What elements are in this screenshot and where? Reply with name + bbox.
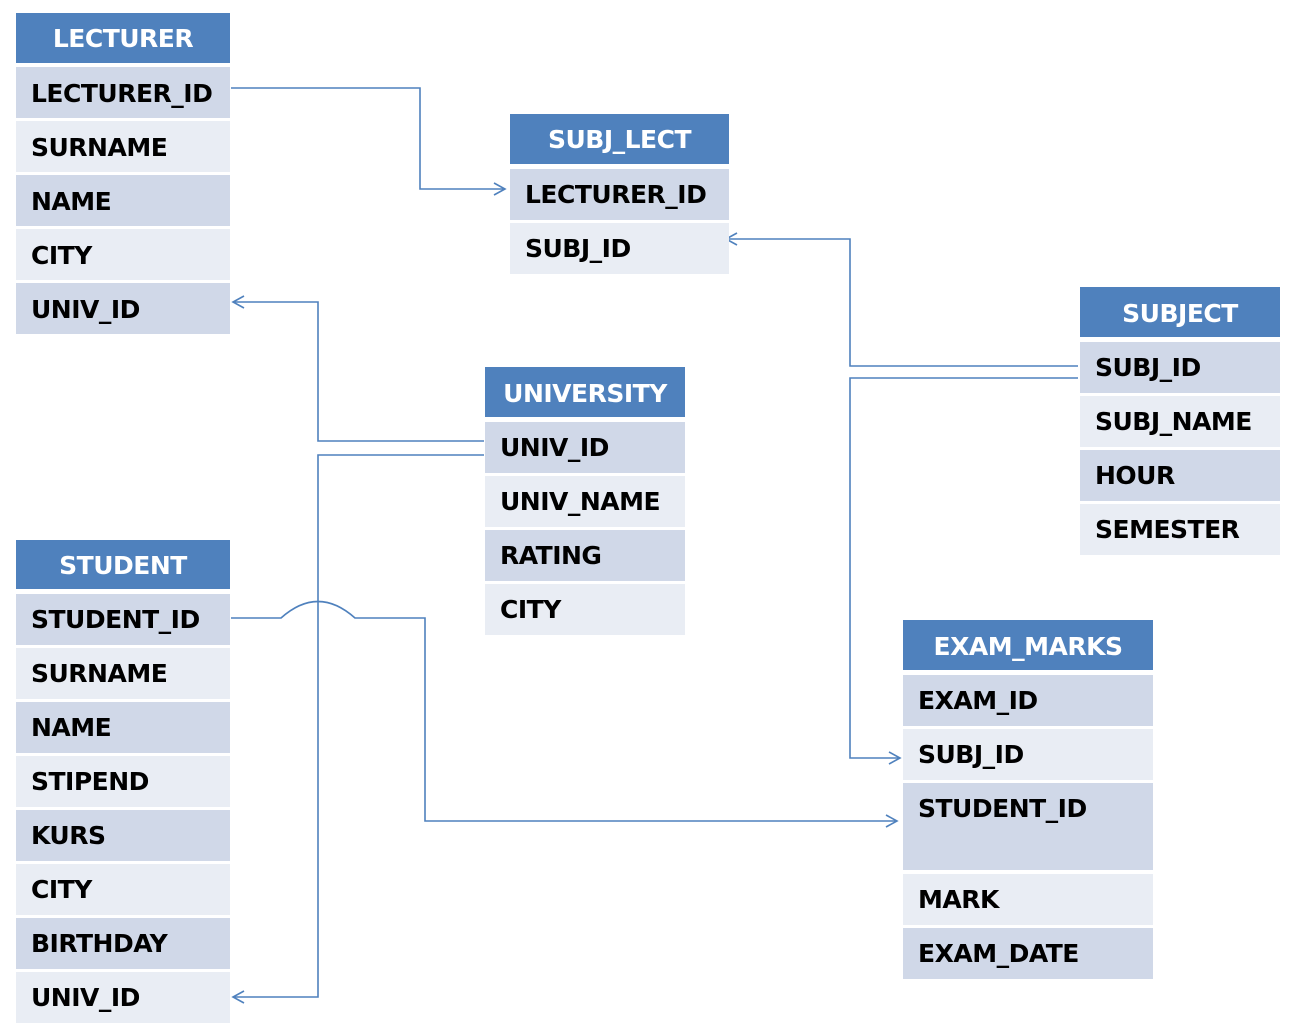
field-subj-id: SUBJ_ID: [903, 729, 1153, 780]
field-rating: RATING: [485, 530, 685, 581]
table-header: SUBJ_LECT: [510, 114, 729, 164]
field-univ-id: UNIV_ID: [16, 283, 230, 334]
field-kurs: KURS: [16, 810, 230, 861]
field-name: NAME: [16, 702, 230, 753]
table-lecturer: LECTURER LECTURER_ID SURNAME NAME CITY U…: [16, 13, 230, 335]
table-header: SUBJECT: [1080, 287, 1280, 337]
table-subject: SUBJECT SUBJ_ID SUBJ_NAME HOUR SEMESTER: [1080, 287, 1280, 555]
field-city: CITY: [16, 229, 230, 280]
field-city: CITY: [485, 584, 685, 635]
field-student-id: STUDENT_ID: [903, 783, 1153, 870]
field-lecturer-id: LECTURER_ID: [16, 67, 230, 118]
field-mark: MARK: [903, 874, 1153, 925]
field-name: NAME: [16, 175, 230, 226]
link-subject-to-exam-marks: [849, 377, 1078, 765]
table-header: LECTURER: [16, 13, 230, 63]
field-univ-id: UNIV_ID: [16, 972, 230, 1023]
field-hour: HOUR: [1080, 450, 1280, 501]
table-header: STUDENT: [16, 540, 230, 589]
field-subj-id: SUBJ_ID: [1080, 342, 1280, 393]
field-surname: SURNAME: [16, 121, 230, 172]
field-subj-id: SUBJ_ID: [510, 223, 729, 274]
field-lecturer-id: LECTURER_ID: [510, 169, 729, 220]
field-exam-date: EXAM_DATE: [903, 928, 1153, 979]
field-semester: SEMESTER: [1080, 504, 1280, 555]
link-university-to-student: [231, 454, 484, 1004]
table-university: UNIVERSITY UNIV_ID UNIV_NAME RATING CITY: [485, 367, 685, 635]
field-birthday: BIRTHDAY: [16, 918, 230, 969]
link-student-to-exam-marks: [231, 600, 899, 828]
table-exam-marks: EXAM_MARKS EXAM_ID SUBJ_ID STUDENT_ID MA…: [903, 620, 1153, 980]
table-header: UNIVERSITY: [485, 367, 685, 417]
field-univ-name: UNIV_NAME: [485, 476, 685, 527]
link-lecturer-to-subj-lect: [231, 87, 507, 196]
field-subj-name: SUBJ_NAME: [1080, 396, 1280, 447]
field-student-id: STUDENT_ID: [16, 594, 230, 645]
table-subj-lect: SUBJ_LECT LECTURER_ID SUBJ_ID: [510, 114, 729, 274]
link-university-to-lecturer: [231, 295, 484, 442]
table-student: STUDENT STUDENT_ID SURNAME NAME STIPEND …: [16, 540, 230, 1024]
field-univ-id: UNIV_ID: [485, 422, 685, 473]
table-header: EXAM_MARKS: [903, 620, 1153, 670]
field-city: CITY: [16, 864, 230, 915]
field-exam-id: EXAM_ID: [903, 675, 1153, 726]
field-surname: SURNAME: [16, 648, 230, 699]
field-stipend: STIPEND: [16, 756, 230, 807]
link-subject-to-subj-lect: [724, 232, 1078, 367]
